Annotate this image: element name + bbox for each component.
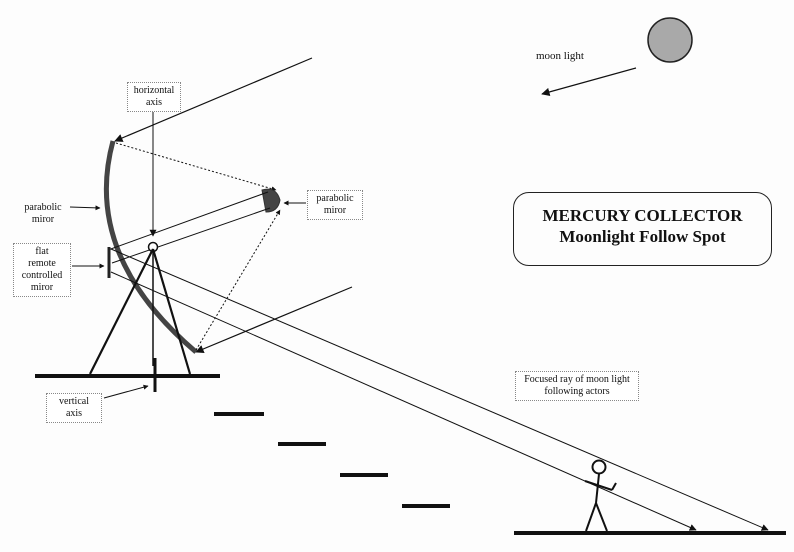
vertical-axis-label: vertical axis bbox=[46, 393, 102, 423]
focused-ray-label: Focused ray of moon light following acto… bbox=[515, 371, 639, 401]
flat-mirror-label: flat remote controlled miror bbox=[13, 243, 71, 297]
parabolic-mirror-right-label: parabolic miror bbox=[307, 190, 363, 220]
incoming-ray-top bbox=[114, 57, 313, 142]
vertical-axis-line2: axis bbox=[65, 408, 83, 419]
title-line1: MERCURY COLLECTOR bbox=[542, 206, 743, 225]
incoming-ray-bottom bbox=[195, 286, 353, 353]
beam-lower bbox=[111, 207, 271, 264]
reflected-ray-bottom bbox=[195, 209, 281, 351]
parabolic-mirror-left-line1: parabolic bbox=[24, 202, 62, 213]
vertical-axis-line1: vertical bbox=[59, 396, 89, 407]
large-parabolic-mirror bbox=[103, 140, 198, 354]
title-line2: Moonlight Follow Spot bbox=[559, 227, 726, 246]
focused-ray-line2: following actors bbox=[544, 386, 610, 397]
stand-leg-left bbox=[89, 248, 154, 375]
focused-ray-upper bbox=[110, 248, 769, 531]
beam-upper bbox=[107, 191, 269, 251]
reflected-ray-top bbox=[115, 142, 277, 192]
vertical-axis-pointer bbox=[103, 384, 149, 399]
horizontal-axis-label-line2: axis bbox=[145, 97, 163, 108]
flat-mirror-line4: miror bbox=[30, 282, 54, 293]
horizontal-axis-label-line1: horizontal bbox=[133, 85, 175, 96]
flat-mirror-line2: remote bbox=[28, 258, 56, 269]
parabolic-mirror-right-line1: parabolic bbox=[316, 193, 354, 204]
actor-figure bbox=[584, 459, 617, 532]
flat-mirror-line3: controlled bbox=[21, 270, 63, 281]
flat-mirror-line1: flat bbox=[35, 246, 49, 257]
parabolic-mirror-right-line2: miror bbox=[323, 205, 347, 216]
parabolic-mirror-left-pointer bbox=[69, 205, 101, 211]
parabolic-mirror-left-label: parabolic miror bbox=[14, 200, 72, 228]
title-box: MERCURY COLLECTOR Moonlight Follow Spot bbox=[513, 192, 772, 266]
moon-light-arrow bbox=[541, 67, 637, 97]
moon-light-label: moon light bbox=[536, 50, 584, 62]
horizontal-axis-label: horizontal axis bbox=[127, 82, 181, 112]
moon bbox=[647, 17, 693, 63]
parabolic-mirror-left-line2: miror bbox=[31, 214, 55, 225]
focused-ray-line1: Focused ray of moon light bbox=[524, 374, 630, 385]
focused-ray-lower bbox=[110, 271, 697, 531]
small-parabolic-mirror bbox=[261, 188, 281, 213]
